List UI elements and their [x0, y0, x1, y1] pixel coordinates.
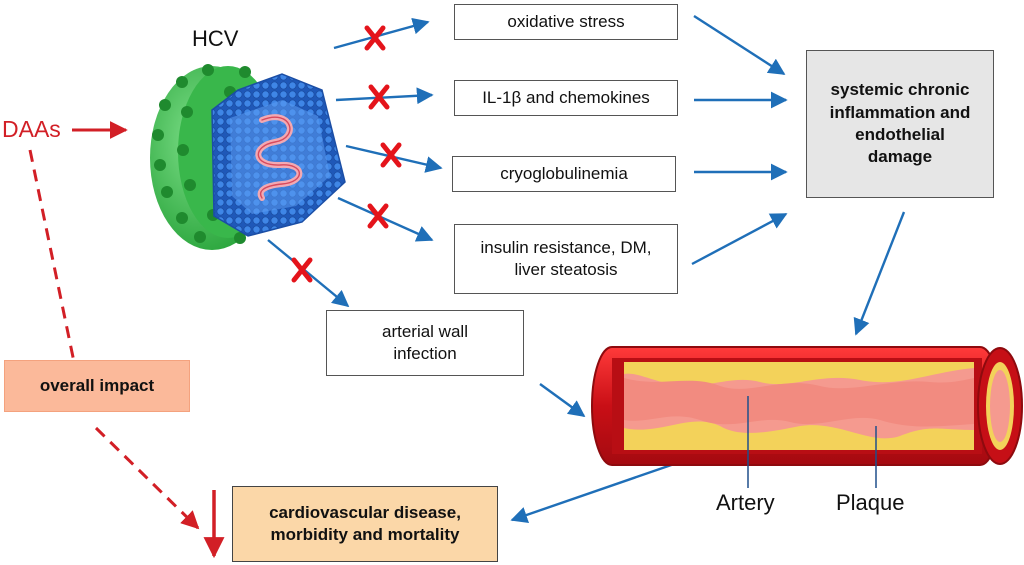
- red-x-cross-icon: [291, 257, 313, 283]
- plaque-bottom: [624, 421, 974, 450]
- hcv-label: HCV: [192, 26, 239, 51]
- insulin-resistance-text: insulin resistance, DM, liver steatosis: [480, 237, 652, 279]
- virus-outgoing-arrows: [267, 17, 443, 308]
- insulin-resistance-box: insulin resistance, DM, liver steatosis: [454, 224, 678, 294]
- oxidative-stress-text: oxidative stress: [507, 11, 625, 31]
- artery-label: Artery: [716, 490, 775, 515]
- daa-to-impact-dashed-line: [28, 149, 76, 363]
- arrow-systemic-to-artery: [853, 211, 906, 336]
- oxidative-stress-box: oxidative stress: [454, 4, 678, 40]
- il1b-chemokines-box: IL-1β and chemokines: [454, 80, 678, 116]
- plaque-label: Plaque: [836, 490, 905, 515]
- il1b-chemokines-text: IL-1β and chemokines: [482, 87, 650, 107]
- arrow-artery-to-cvd: [510, 460, 681, 524]
- arterial-wall-infection-text: arterial wall infection: [382, 321, 468, 363]
- pathway-arrows: [510, 14, 906, 524]
- arrow-insulin-to-systemic: [691, 212, 788, 266]
- red-x-cross-icon: [364, 25, 386, 51]
- arrow-arterial-wall-to-artery: [539, 383, 586, 417]
- impact-to-cvd-dashed-arrow: [94, 426, 200, 530]
- red-x-cross-icon: [380, 142, 402, 168]
- arrow-virus-to-insulin: [337, 196, 434, 242]
- cardiovascular-disease-text: cardiovascular disease, morbidity and mo…: [269, 502, 461, 544]
- arterial-wall-infection-box: arterial wall infection: [326, 310, 524, 376]
- cardiovascular-disease-box: cardiovascular disease, morbidity and mo…: [232, 486, 498, 562]
- cryoglobulinemia-box: cryoglobulinemia: [452, 156, 676, 192]
- daas-label: DAAs: [2, 116, 61, 142]
- plaque-top: [624, 362, 974, 387]
- systemic-inflammation-text: systemic chronic inflammation and endoth…: [829, 80, 971, 167]
- red-x-cross-icon: [368, 84, 390, 110]
- arrow-virus-to-oxidative-stress: [333, 17, 430, 50]
- arrow-virus-to-il1b: [335, 87, 434, 105]
- red-x-cross-icon: [367, 203, 389, 229]
- overall-impact-box: overall impact: [4, 360, 190, 412]
- hcv-virus-illustration: [150, 64, 346, 250]
- virus-surface-dots: [152, 64, 251, 244]
- cryoglobulinemia-text: cryoglobulinemia: [500, 163, 628, 183]
- overall-impact-text: overall impact: [39, 375, 155, 395]
- artery-cross-section-illustration: [591, 346, 1023, 488]
- red-x-cross-icons: [291, 25, 402, 283]
- arrow-oxidative-to-systemic: [693, 14, 786, 76]
- systemic-inflammation-box: systemic chronic inflammation and endoth…: [806, 50, 994, 198]
- arrow-virus-to-arterial-wall: [267, 239, 350, 308]
